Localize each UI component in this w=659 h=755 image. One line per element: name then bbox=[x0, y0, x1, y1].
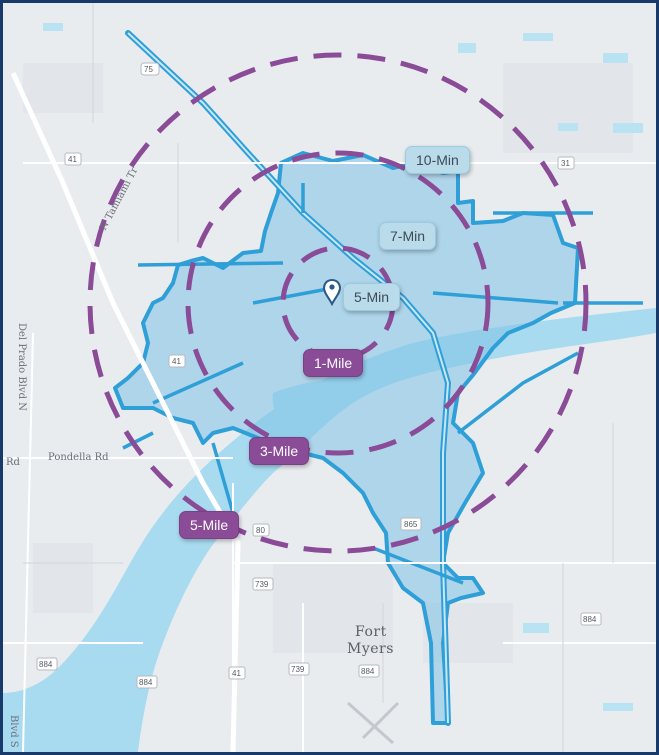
map-canvas[interactable]: N Tamiami Tr Del Prado Blvd N Pondella R… bbox=[3, 3, 656, 752]
shield-41-b: 41 bbox=[168, 354, 186, 368]
shield-884-b: 884 bbox=[136, 675, 158, 689]
route-shields: 75 41 41 41 31 80 865 739 739 884 884 88… bbox=[36, 62, 602, 689]
city-label-myers: Myers bbox=[347, 641, 394, 657]
svg-text:884: 884 bbox=[361, 667, 375, 676]
road-label-rd: Rd bbox=[6, 457, 21, 468]
shield-739-b: 739 bbox=[288, 662, 310, 676]
svg-text:41: 41 bbox=[68, 155, 77, 164]
shield-31: 31 bbox=[557, 156, 575, 170]
label-1-mile: 1-Mile bbox=[303, 349, 364, 377]
street-grid bbox=[3, 162, 656, 752]
ring-3-mile bbox=[185, 150, 491, 456]
svg-text:31: 31 bbox=[561, 159, 570, 168]
svg-text:739: 739 bbox=[291, 665, 305, 674]
shield-80: 80 bbox=[252, 523, 270, 537]
label-5-min: 5-Min bbox=[343, 283, 401, 311]
svg-text:865: 865 bbox=[404, 520, 418, 529]
airport-runways bbox=[347, 701, 400, 745]
label-7-min: 7-Min bbox=[379, 222, 437, 250]
svg-text:884: 884 bbox=[39, 660, 53, 669]
road-label-blvd-s: Blvd S bbox=[8, 715, 19, 748]
ring-5-mile bbox=[87, 52, 589, 554]
shield-884-c: 884 bbox=[358, 664, 380, 678]
svg-text:80: 80 bbox=[256, 526, 265, 535]
ponds bbox=[43, 23, 643, 711]
shield-41-a: 41 bbox=[64, 152, 82, 166]
map-pin-icon[interactable] bbox=[322, 278, 342, 307]
label-5-mile: 5-Mile bbox=[179, 511, 240, 539]
minor-streets bbox=[23, 3, 614, 752]
svg-text:41: 41 bbox=[172, 357, 181, 366]
shield-75: 75 bbox=[140, 62, 160, 76]
svg-text:884: 884 bbox=[583, 615, 597, 624]
shield-865: 865 bbox=[400, 517, 422, 531]
svg-text:739: 739 bbox=[255, 580, 269, 589]
us-41-road bbox=[10, 71, 241, 752]
svg-text:41: 41 bbox=[232, 669, 241, 678]
svg-text:75: 75 bbox=[144, 65, 153, 74]
city-label-fort: Fort bbox=[355, 624, 387, 640]
road-label-del-prado: Del Prado Blvd N bbox=[16, 323, 27, 411]
label-10-min: 10-Min bbox=[405, 146, 470, 174]
label-3-mile: 3-Mile bbox=[249, 437, 310, 465]
shield-884-a: 884 bbox=[36, 657, 58, 671]
shield-884-d: 884 bbox=[580, 612, 602, 626]
shield-41-c: 41 bbox=[228, 666, 246, 680]
svg-text:884: 884 bbox=[139, 678, 153, 687]
drive-time-area[interactable] bbox=[113, 30, 643, 726]
shield-739-a: 739 bbox=[252, 577, 274, 591]
road-label-pondella: Pondella Rd bbox=[48, 452, 109, 463]
